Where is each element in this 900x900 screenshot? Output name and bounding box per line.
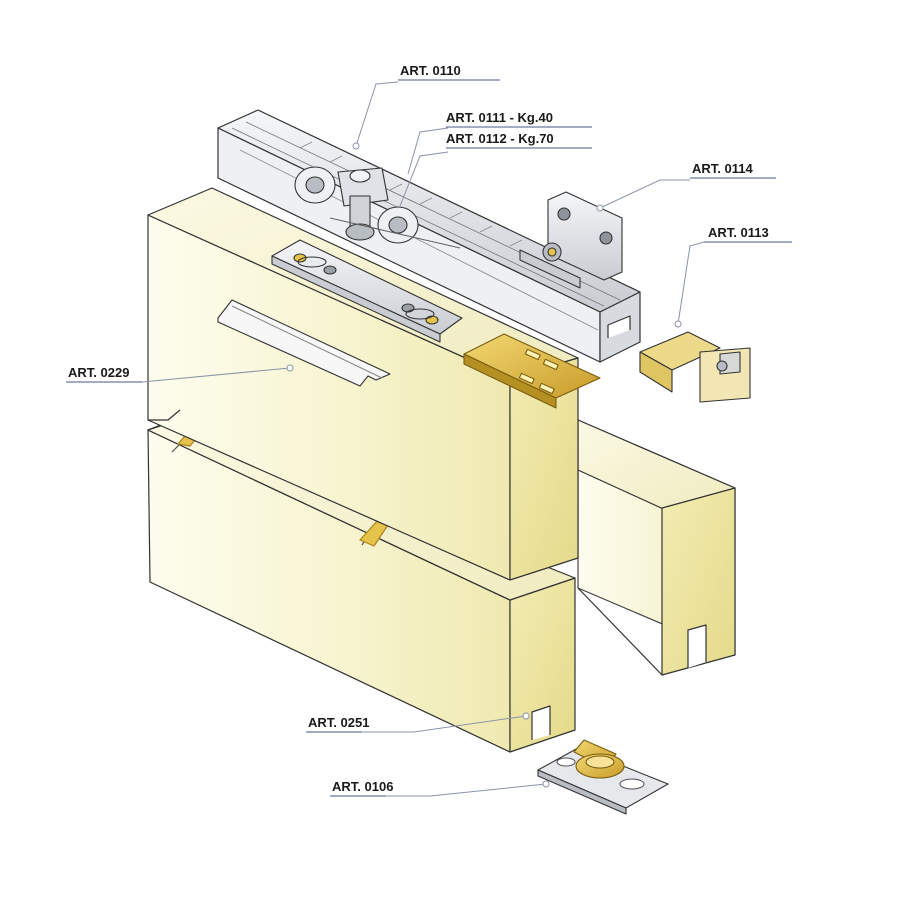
label-art-0113: ART. 0113 bbox=[708, 225, 769, 240]
label-art-0110: ART. 0110 bbox=[400, 63, 461, 78]
floor-guide bbox=[537, 739, 669, 815]
rear-door-panel bbox=[577, 419, 736, 676]
label-art-0251: ART. 0251 bbox=[308, 715, 369, 730]
top-mounting-plate bbox=[271, 239, 463, 343]
leader-dots bbox=[286, 142, 682, 788]
label-art-0112: ART. 0112 - Kg.70 bbox=[446, 131, 554, 146]
label-art-0114: ART. 0114 bbox=[692, 161, 753, 176]
leader-lines bbox=[141, 81, 705, 797]
wall-bracket bbox=[519, 191, 623, 289]
end-stop-buffer bbox=[639, 331, 751, 403]
brass-guide-plate bbox=[463, 333, 601, 409]
lateral-guide-rail bbox=[217, 299, 391, 387]
label-underlines bbox=[66, 79, 792, 797]
label-art-0106: ART. 0106 bbox=[332, 779, 393, 794]
trolley-carriage bbox=[294, 166, 461, 249]
label-art-0229: ART. 0229 bbox=[68, 365, 129, 380]
label-art-0111: ART. 0111 - Kg.40 bbox=[446, 110, 553, 125]
